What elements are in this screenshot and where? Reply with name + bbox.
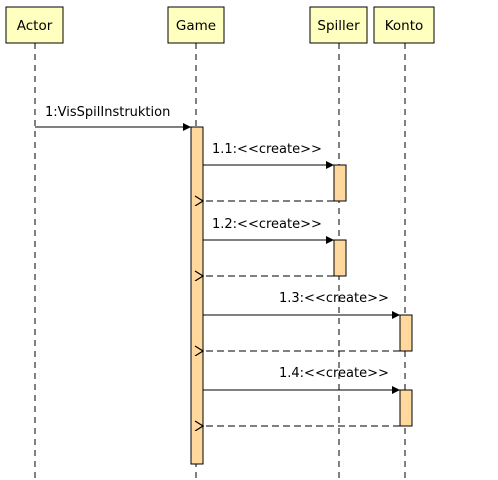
lifeline-name-konto: Konto bbox=[385, 18, 424, 34]
activation-spiller-2 bbox=[333, 239, 347, 277]
message-1-label: 1:VisSpilInstruktion bbox=[45, 105, 170, 120]
activation-konto-2 bbox=[399, 389, 413, 427]
message-1-3-label: 1.3:<<create>> bbox=[279, 291, 389, 306]
message-1-4-label: 1.4:<<create>> bbox=[279, 366, 389, 381]
lifeline-head-spiller: Spiller bbox=[309, 6, 368, 44]
message-1-2-label: 1.2:<<create>> bbox=[212, 217, 322, 232]
lifeline-name-game: Game bbox=[176, 18, 216, 34]
lifeline-head-game: Game bbox=[167, 6, 225, 44]
activation-konto-1 bbox=[399, 314, 413, 352]
lifeline-head-actor: Actor bbox=[5, 6, 64, 44]
activation-game bbox=[190, 126, 204, 465]
lifeline-name-actor: Actor bbox=[17, 18, 53, 34]
lifeline-name-spiller: Spiller bbox=[317, 18, 360, 34]
activation-spiller-1 bbox=[333, 164, 347, 202]
message-1-1-label: 1.1:<<create>> bbox=[212, 142, 322, 157]
lifeline-head-konto: Konto bbox=[373, 6, 435, 44]
